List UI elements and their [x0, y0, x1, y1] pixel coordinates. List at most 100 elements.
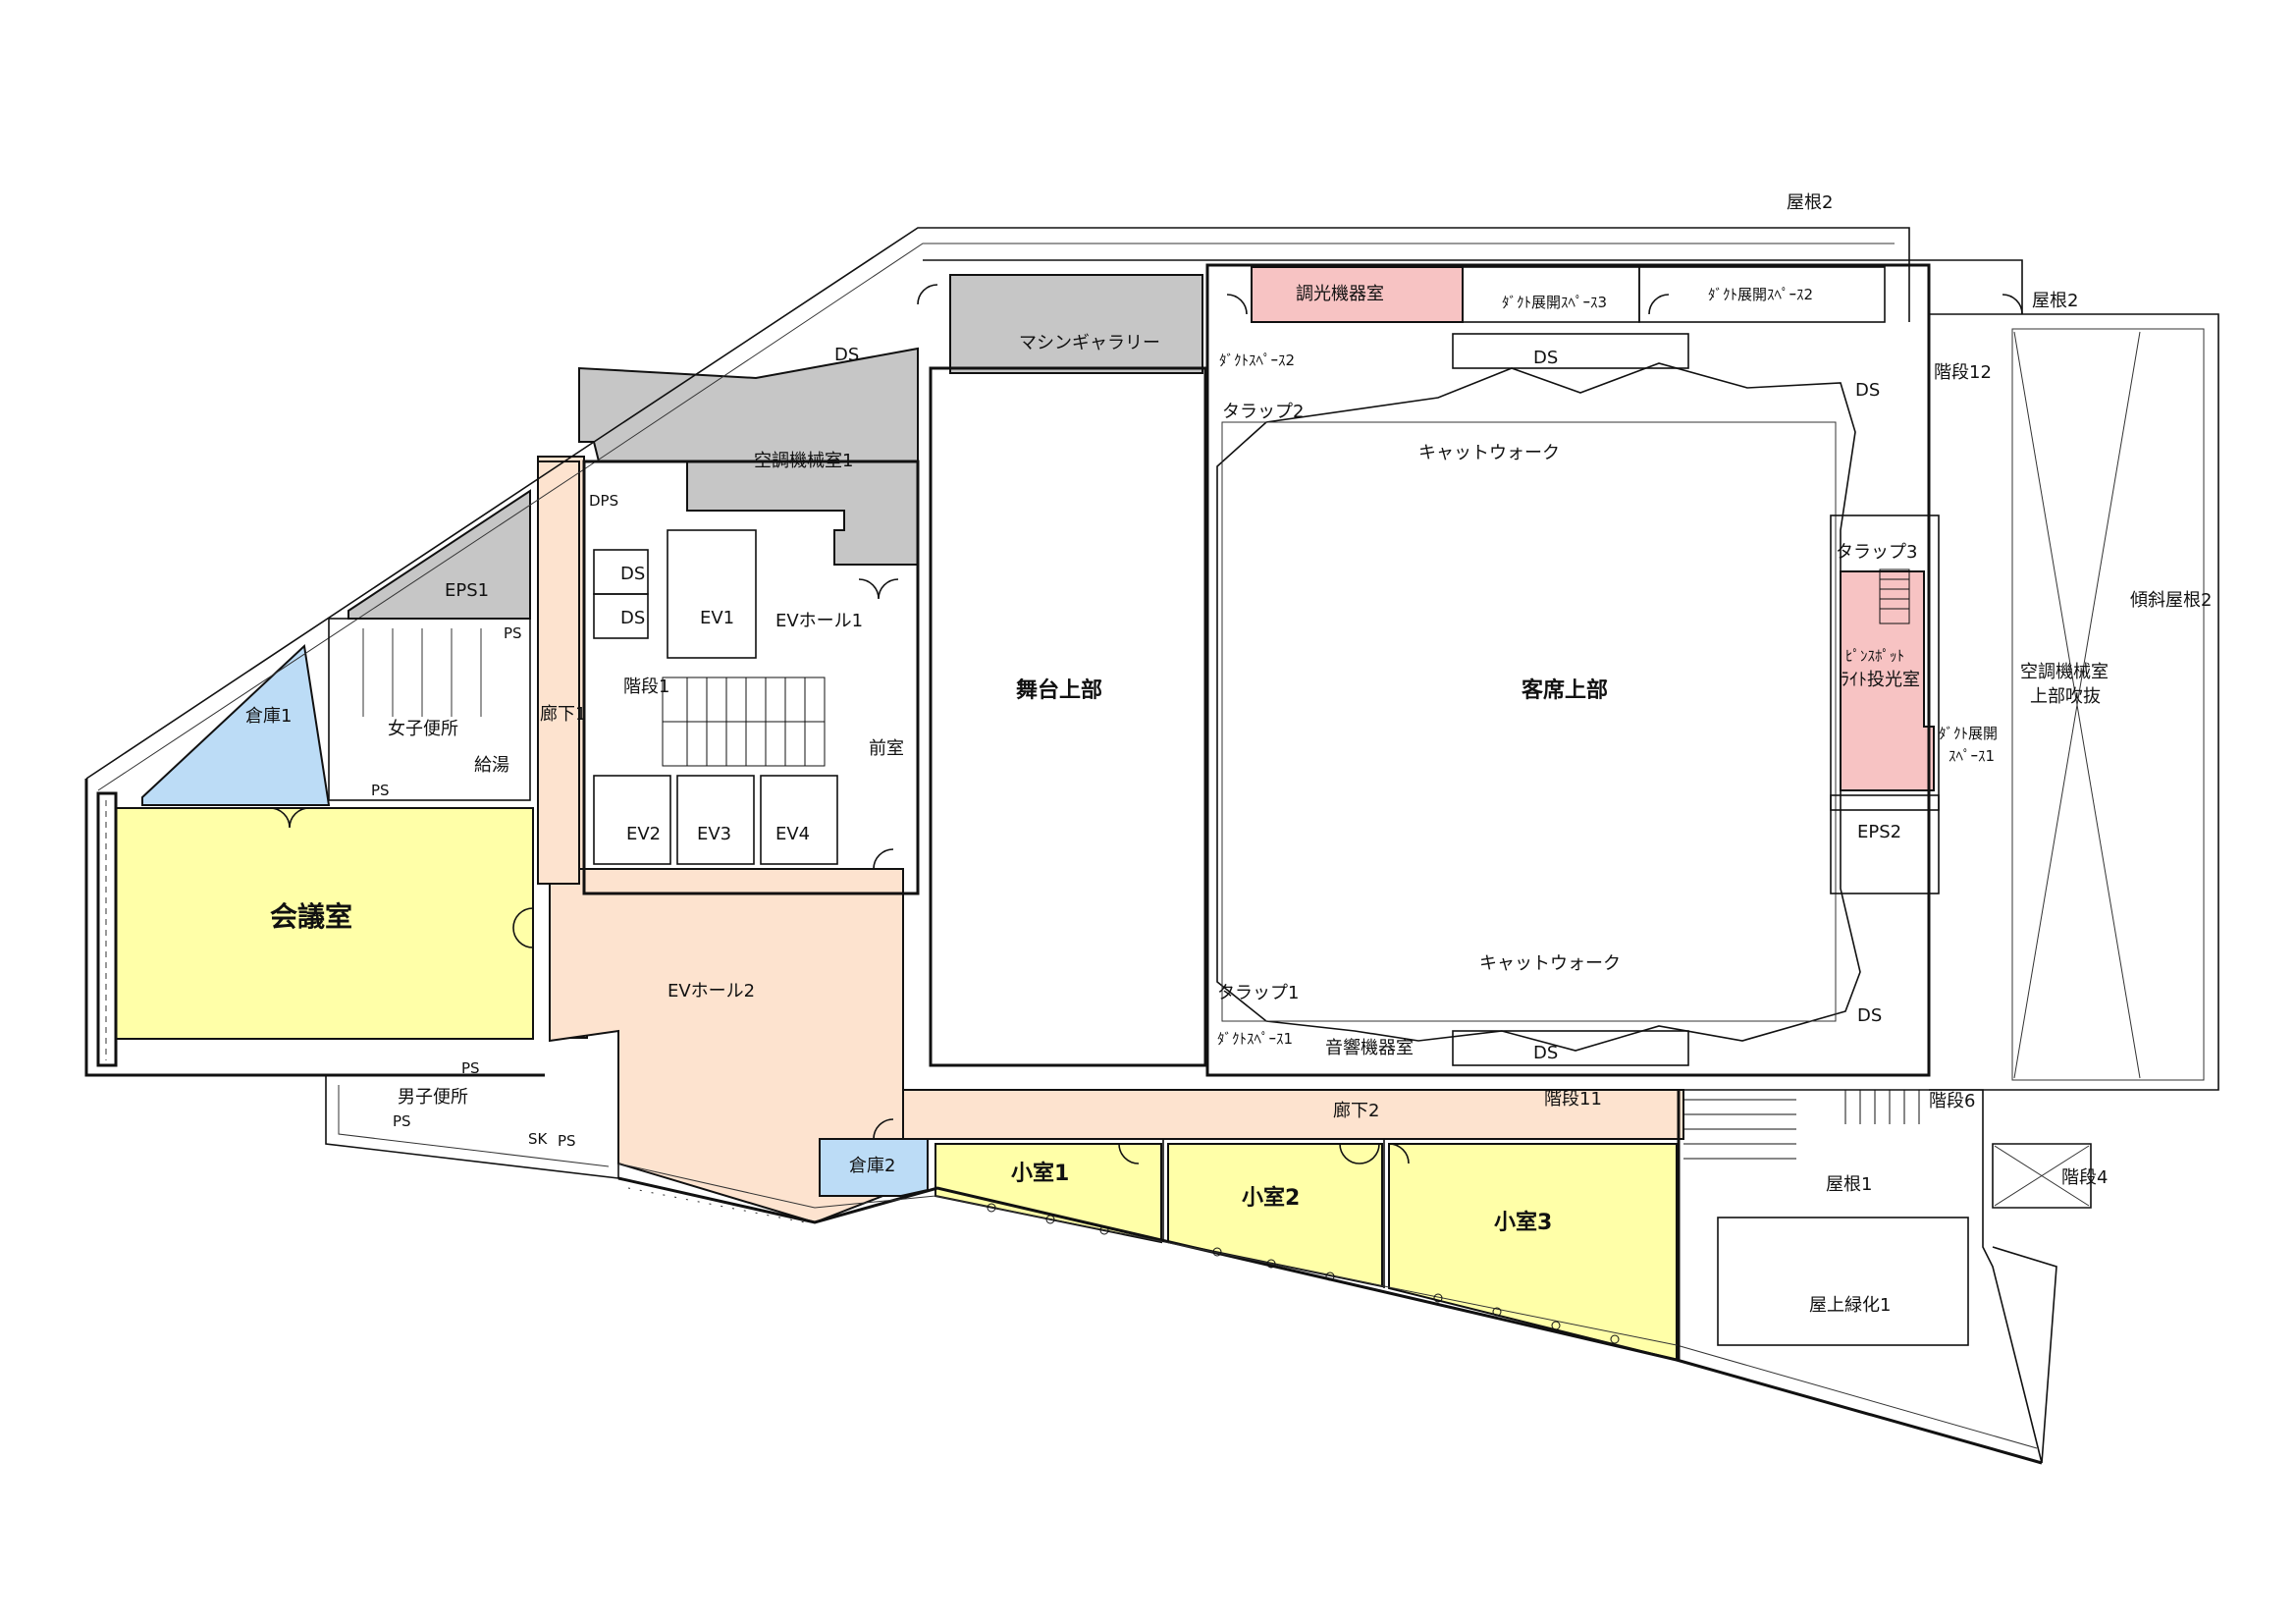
label-ds-top-right: DS — [1855, 380, 1880, 401]
label-trap3: タラップ3 — [1836, 542, 1917, 563]
catwalk-polygon — [1216, 362, 1861, 1052]
facade-posts — [987, 1203, 1620, 1344]
rooftop-green-box — [1717, 1217, 1969, 1346]
label-womens-wc: 女子便所 — [388, 719, 458, 739]
label-pinspot-line1: ﾋﾟﾝｽﾎﾟｯﾄ — [1845, 647, 1904, 665]
label-ds-top-left: DS — [834, 345, 859, 365]
mens-wc-wall — [325, 1065, 619, 1179]
label-duct-space3: ﾀﾞｸﾄ展開ｽﾍﾟｰｽ3 — [1502, 294, 1607, 311]
label-roof2-right: 屋根2 — [2032, 291, 2078, 311]
label-ev-hall1: EVホール1 — [775, 611, 863, 631]
label-stairs1: 階段1 — [623, 677, 669, 697]
eps1-fill — [347, 489, 531, 620]
label-small-room1: 小室1 — [1011, 1161, 1069, 1186]
label-stairs12: 階段12 — [1934, 362, 1992, 383]
label-ps-5: PS — [558, 1132, 576, 1150]
storage1-fill — [141, 643, 331, 806]
room-fills — [115, 266, 1935, 1362]
door-dimmer — [1226, 294, 1248, 315]
label-stairs4: 階段4 — [2061, 1167, 2108, 1188]
label-roof1: 屋根1 — [1826, 1174, 1872, 1195]
label-catwalk-top: キャットウォーク — [1418, 443, 1560, 463]
west-glazing — [96, 791, 118, 1067]
stairs6-treads — [1844, 1090, 1920, 1124]
duct-space2-wall — [1638, 266, 1886, 323]
labels: 屋根2 屋根2 調光機器室 ﾀﾞｸﾄ展開ｽﾍﾟｰｽ3 ﾀﾞｸﾄ展開ｽﾍﾟｰｽ2 … — [245, 192, 2212, 1316]
storage2-fill — [819, 1138, 929, 1197]
eps2-wall — [1830, 794, 1940, 894]
stairs4-x2 — [1994, 1145, 2090, 1207]
ev4-shaft — [760, 775, 838, 865]
label-ev3: EV3 — [697, 824, 731, 844]
ev2-shaft — [593, 775, 671, 865]
door-small3 — [1388, 1143, 1410, 1164]
right-band — [1929, 313, 2219, 1091]
label-stage-upper: 舞台上部 — [1016, 677, 1102, 703]
pinspot-room-wall — [1830, 514, 1940, 811]
label-ps-2: PS — [371, 782, 390, 799]
door-small1 — [1118, 1143, 1140, 1164]
label-eps1: EPS1 — [445, 580, 489, 601]
label-audience-upper: 客席上部 — [1522, 677, 1608, 703]
door-duct2 — [1648, 294, 1670, 315]
south-facade-inner — [617, 1163, 2038, 1449]
stairs3-treads — [1879, 568, 1910, 624]
label-trap1: タラップ1 — [1217, 983, 1299, 1003]
womens-wc-wall — [328, 618, 531, 801]
door-storage2 — [873, 1118, 894, 1140]
door-storage1 — [269, 807, 310, 829]
label-ds-top-mid: DS — [1533, 348, 1558, 368]
hall-outer-wall — [1205, 263, 1931, 1077]
label-duct-space-small2: ﾀﾞｸﾄｽﾍﾟｰｽ2 — [1219, 352, 1295, 369]
door-small2 — [1339, 1143, 1380, 1164]
outer-roof-outline — [85, 227, 1910, 780]
corridor2-fill — [902, 1089, 1684, 1140]
south-facade — [617, 1176, 2043, 1465]
label-ps-3: PS — [461, 1059, 480, 1077]
label-rooftop-green1: 屋上緑化1 — [1809, 1295, 1891, 1316]
label-sloped-roof2: 傾斜屋根2 — [2130, 590, 2212, 611]
label-ev4: EV4 — [775, 824, 810, 844]
door-meeting-east — [512, 907, 534, 948]
ds-bottom-mid-box — [1452, 1030, 1689, 1066]
label-storage1: 倉庫1 — [245, 706, 292, 727]
roof1-area — [1683, 1089, 2043, 1464]
label-ds-bottom-mid: DS — [1533, 1043, 1558, 1063]
label-anteroom: 前室 — [869, 738, 904, 759]
label-kitchenette: 給湯 — [474, 755, 509, 776]
small-room1-fill — [934, 1143, 1162, 1244]
ds-top-mid-box — [1452, 333, 1689, 369]
label-small-room2: 小室2 — [1242, 1185, 1300, 1211]
label-sk: SK — [528, 1130, 549, 1148]
label-duct-space1-line1: ﾀﾞｸﾄ展開 — [1939, 725, 1998, 742]
label-duct-space1-line2: ｽﾍﾟｰｽ1 — [1949, 747, 1995, 765]
label-roof2-top: 屋根2 — [1787, 192, 1833, 213]
label-ev2: EV2 — [626, 824, 661, 844]
door-anteroom — [873, 848, 894, 870]
stairs — [662, 568, 1920, 1160]
label-corridor2: 廊下2 — [1333, 1101, 1379, 1121]
ev1-shaft — [667, 529, 757, 659]
core-wall — [582, 460, 920, 895]
label-ev1: EV1 — [700, 608, 734, 628]
label-storage2: 倉庫2 — [849, 1156, 895, 1176]
top-band — [923, 259, 2023, 314]
label-trap2: タラップ2 — [1222, 402, 1304, 422]
label-ac-room-void-line2: 上部吹抜 — [2030, 686, 2101, 707]
ev3-shaft — [676, 775, 755, 865]
label-ds-bottom-right: DS — [1857, 1005, 1882, 1026]
door-top-left — [917, 284, 938, 305]
stage-wall — [929, 366, 1207, 1067]
label-eps2: EPS2 — [1857, 822, 1901, 842]
label-mens-wc: 男子便所 — [398, 1087, 468, 1108]
door-ev-hall1 — [858, 578, 899, 600]
label-ps-1: PS — [504, 624, 522, 642]
stairs-roof-treads — [1683, 1099, 1796, 1160]
label-dimmer-room: 調光機器室 — [1296, 284, 1384, 304]
ds-elev2-box — [593, 593, 649, 639]
door-roof2 — [2002, 294, 2023, 315]
stairs1-treads — [662, 677, 826, 767]
audience-upper-area — [1221, 421, 1837, 1022]
label-ps-4: PS — [393, 1112, 411, 1130]
